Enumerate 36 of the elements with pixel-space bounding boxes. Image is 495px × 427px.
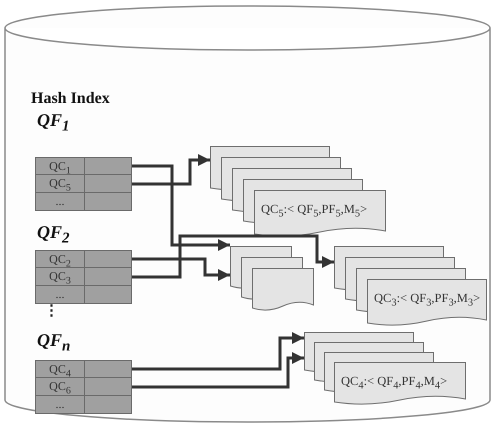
document-stack [304, 332, 466, 406]
table-row [35, 193, 132, 211]
table-row [35, 396, 132, 414]
row-key: QC$_{3}$ [36, 269, 84, 286]
row-key: QC$_{2}$ [36, 252, 84, 270]
table-row [35, 268, 132, 286]
document-text: QC$_{5}$:< QF$_{5}$,PF$_{5}$,M$_{5}$> [261, 202, 368, 220]
table-row [35, 378, 132, 396]
arrow [132, 164, 230, 251]
ellipsis-mark: ⋮ [44, 303, 59, 319]
table-row [35, 250, 132, 268]
table-heading: QF$_{1}$ [37, 110, 70, 136]
table-row [35, 360, 132, 378]
arrow [132, 332, 304, 370]
table-heading: QF$_{2}$ [37, 222, 70, 248]
arrow [132, 154, 210, 186]
row-key: QC$_{5}$ [36, 176, 84, 194]
table-row [35, 175, 132, 193]
row-key: QC$_{4}$ [36, 362, 84, 380]
row-key: ... [36, 194, 84, 209]
arrow [132, 352, 304, 388]
document-stack [230, 246, 314, 312]
row-key: ... [36, 287, 84, 302]
document-text: QC$_{4}$:< QF$_{4}$,PF$_{4}$,M$_{4}$> [341, 374, 448, 392]
arrow [132, 234, 334, 278]
row-key: QC$_{6}$ [36, 379, 84, 396]
row-key: ... [36, 397, 84, 412]
table-row [35, 286, 132, 304]
document-stack [334, 246, 487, 327]
table-row [35, 157, 132, 175]
row-key: QC$_{1}$ [36, 159, 84, 176]
heading: Hash Index [31, 90, 110, 108]
document-text: QC$_{3}$:< QF$_{3}$,PF$_{3}$,M$_{3}$> [374, 291, 480, 308]
cylinder-shape [4, 6, 491, 422]
arrow [132, 258, 230, 281]
table-heading: QF$_{n}$ [37, 330, 70, 356]
